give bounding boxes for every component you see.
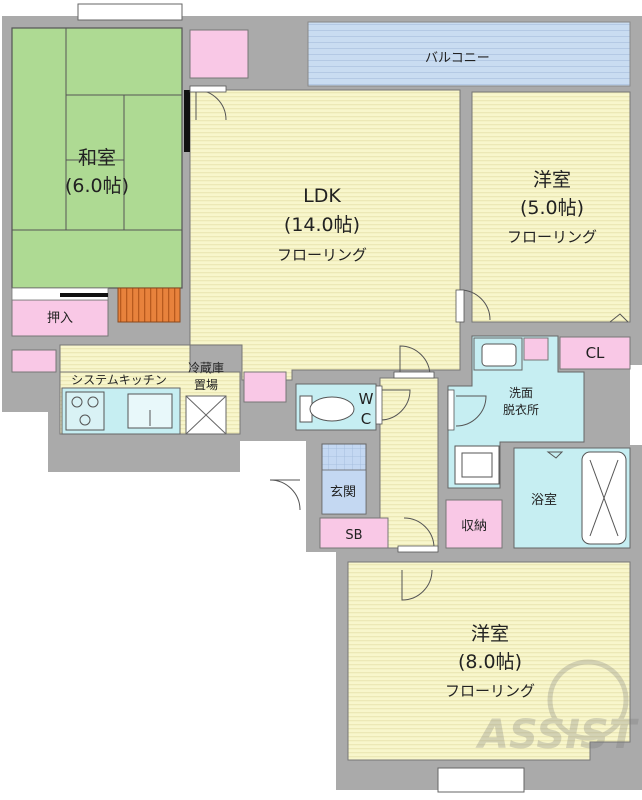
corridor	[379, 377, 439, 549]
kitchen-label: システムキッチン	[71, 373, 167, 387]
yoshitsu-8-size: (8.0帖)	[458, 651, 522, 673]
yoshitsu-8-floor-type: フローリング	[445, 682, 535, 700]
cupboard-center	[243, 371, 287, 403]
yoshitsu-5-floor-type: フローリング	[507, 228, 597, 246]
storage-closet	[445, 499, 503, 549]
stove-icon	[65, 391, 105, 431]
yoshitsu-5-floor	[471, 91, 631, 323]
watermark-text: ASSIST	[475, 712, 639, 758]
ldk-size: (14.0帖)	[284, 214, 360, 236]
cl-label: CL	[586, 344, 605, 362]
washroom-label-line2: 脱衣所	[503, 402, 539, 417]
cl-closet	[559, 336, 631, 370]
yoshitsu-5-name: 洋室	[533, 169, 571, 191]
washroom-label-line1: 洗面	[509, 386, 533, 400]
yoshitsu-5-size: (5.0帖)	[520, 197, 584, 219]
washitsu-size: (6.0帖)	[65, 175, 129, 197]
oshiire-label: 押入	[47, 311, 73, 326]
entrance-step	[321, 469, 367, 515]
cupboard-top	[189, 29, 249, 79]
sb-shoebox	[319, 517, 389, 549]
sb-label: SB	[345, 528, 362, 543]
washing-machine-icon	[454, 445, 500, 485]
tokonoma-slats	[117, 287, 181, 323]
assist-logo: ASSIST	[475, 659, 639, 758]
washbasin-icon	[481, 343, 517, 367]
fridge-space-icon	[185, 395, 227, 435]
yoshitsu-8-floor	[347, 561, 631, 761]
washroom-cupboard	[523, 337, 549, 361]
cupboard-left	[11, 349, 57, 373]
window-bar-left	[184, 90, 190, 152]
washitsu-name: 和室	[78, 147, 116, 169]
sill-dark-bar	[60, 293, 108, 297]
windows	[77, 3, 525, 793]
toilet-icon	[299, 395, 355, 423]
bath-label: 浴室	[531, 492, 557, 508]
washitsu-tatami	[11, 27, 183, 289]
storage-label: 収納	[461, 519, 487, 534]
balcony-area	[307, 21, 631, 87]
wc-label-c: C	[361, 410, 371, 428]
door-frames	[189, 85, 465, 553]
fridge-label-line2: 置場	[194, 378, 218, 392]
entrance-label: 玄関	[330, 485, 356, 500]
bathtub-icon	[581, 451, 627, 545]
yoshitsu-8-name: 洋室	[471, 623, 509, 645]
wc-label-w: W	[359, 390, 374, 408]
ldk-floor-type: フローリング	[277, 246, 367, 264]
fridge-label-line1: 冷蔵庫	[188, 361, 224, 375]
balcony-label: バルコニー	[425, 51, 490, 66]
ldk-name: LDK	[303, 185, 341, 207]
sink-icon	[127, 393, 173, 429]
